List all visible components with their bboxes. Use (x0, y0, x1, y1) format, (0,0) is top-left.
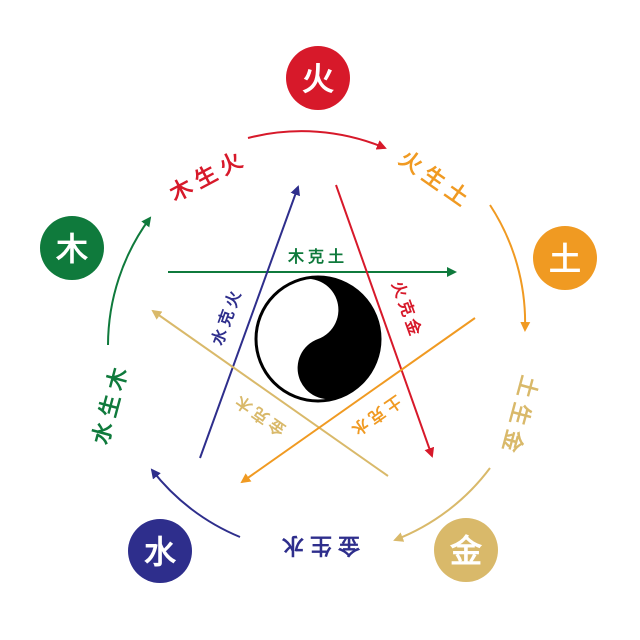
label-water-fire: 水克火 (208, 285, 246, 348)
label-earth-water: 土克水 (345, 392, 405, 442)
label-wood-fire: 木生火 (165, 146, 252, 208)
element-wood: 木 (40, 216, 104, 280)
label-metal-wood: 金克木 (229, 390, 290, 441)
element-fire: 火 (286, 46, 350, 110)
line-earth-water (240, 317, 476, 484)
label-wood-earth: 木克土 (287, 247, 348, 266)
arc-water-wood (107, 216, 152, 346)
arc-earth-metal (393, 467, 491, 542)
label-fire-metal: 火克金 (388, 279, 426, 342)
element-fire-label: 火 (302, 60, 334, 98)
label-metal-water: 金生水 (276, 532, 361, 558)
arc-metal-water (150, 468, 241, 538)
line-fire-metal (335, 184, 435, 458)
label-water-wood: 水生木 (89, 360, 135, 448)
element-wood-label: 木 (55, 230, 88, 268)
element-water: 水 (128, 519, 192, 583)
label-fire-earth: 火生土 (394, 146, 477, 215)
line-metal-wood (151, 309, 389, 477)
line-water-fire (199, 185, 300, 459)
element-water-label: 水 (144, 533, 177, 571)
arc-fire-earth (489, 204, 531, 332)
element-earth-label: 土 (549, 240, 581, 278)
yin-yang-icon (254, 275, 382, 403)
element-metal-label: 金 (449, 532, 483, 570)
arc-wood-fire (247, 130, 387, 150)
element-earth: 土 (533, 226, 597, 290)
label-earth-metal: 土生金 (495, 373, 542, 461)
element-metal: 金 (434, 518, 498, 582)
